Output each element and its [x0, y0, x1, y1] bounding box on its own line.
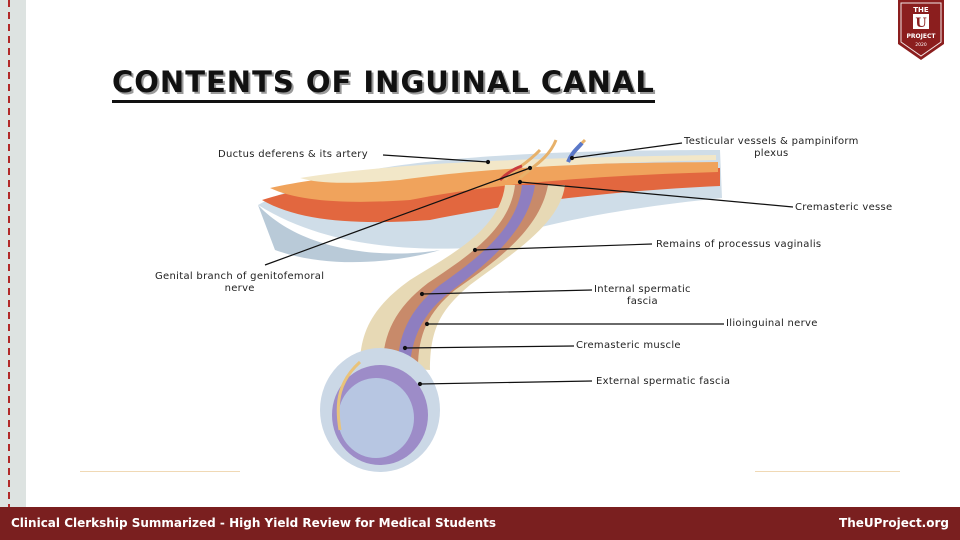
- leader-cremasteric-muscle: [404, 345, 575, 349]
- label-testicular-line1: Testicular vessels & pampiniform: [684, 136, 859, 147]
- label-cremasteric-muscle: Cremasteric muscle: [576, 340, 681, 351]
- label-internal-spermatic-fascia: Internal spermatic fascia: [594, 284, 691, 308]
- divider-right: [755, 471, 900, 472]
- label-genital-branch: Genital branch of genitofemoral nerve: [155, 271, 324, 295]
- label-internal-line1: Internal spermatic: [594, 284, 691, 295]
- cord-edge: [336, 360, 362, 431]
- footer-bar: Clinical Clerkship Summarized - High Yie…: [0, 507, 960, 540]
- leader-ductus: [382, 154, 489, 163]
- logo-line2: PROJECT: [907, 33, 937, 40]
- leader-processus: [474, 243, 653, 251]
- fascia-fold: [258, 205, 440, 263]
- logo-letter: U: [915, 16, 927, 31]
- the-u-project-logo: THE U PROJECT 2020: [898, 0, 944, 60]
- leader-external: [419, 380, 593, 385]
- divider-left: [80, 471, 240, 472]
- logo-line1: THE: [913, 6, 929, 14]
- fat-layer: [270, 162, 718, 202]
- leader-genital: [264, 167, 531, 266]
- leader-internal: [421, 289, 593, 295]
- label-external-spermatic-fascia: External spermatic fascia: [596, 376, 731, 387]
- leader-cremasteric-vessel: [519, 181, 794, 208]
- superficial-layer: [300, 155, 716, 183]
- label-internal-line2: fascia: [626, 296, 658, 307]
- testicular-veins: [566, 141, 584, 163]
- internal-fascia-layer: [398, 185, 535, 366]
- label-testicular-vessels: Testicular vessels & pampiniform plexus: [684, 136, 859, 160]
- page-title: CONTENTS OF INGUINAL CANAL: [112, 65, 655, 104]
- footer-website-link[interactable]: TheUProject.org: [839, 516, 949, 530]
- left-decor-strip: [0, 0, 26, 507]
- label-genital-line2: nerve: [224, 283, 255, 294]
- label-processus-vaginalis: Remains of processus vaginalis: [656, 239, 822, 250]
- footer-course-title: Clinical Clerkship Summarized - High Yie…: [11, 516, 497, 530]
- label-testicular-line2: plexus: [754, 148, 789, 159]
- label-cremasteric-vessel: Cremasteric vesse: [795, 202, 893, 213]
- label-ductus-deferens: Ductus deferens & its artery: [218, 149, 368, 160]
- label-genital-line1: Genital branch of genitofemoral: [155, 271, 325, 282]
- logo-year: 2020: [915, 42, 927, 48]
- left-dashed-line: [8, 0, 10, 507]
- leader-testicular: [571, 142, 683, 159]
- testis: [338, 378, 414, 458]
- label-ilioinguinal-nerve: Ilioinguinal nerve: [726, 318, 818, 329]
